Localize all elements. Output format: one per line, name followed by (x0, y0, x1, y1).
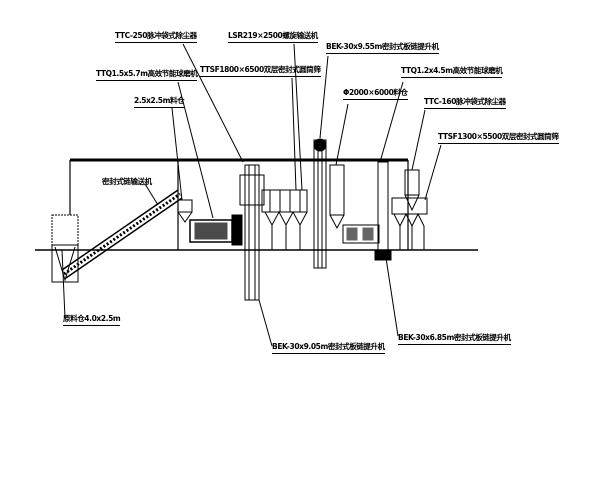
label-dust-collector-160: TTC-160脉冲袋式除尘器 (424, 97, 506, 109)
label-screw-conveyor: LSR219×2500螺旋输送机 (228, 31, 318, 43)
label-drum-screen-1800: TTSF1800×6500双层密封式圆筒筛 (200, 65, 321, 77)
ball-mill-1 (189, 214, 243, 246)
dust-collector-160 (404, 169, 420, 212)
elevator-905 (239, 164, 265, 301)
label-ball-mill-12: TTQ1.2x4.5m高效节能球磨机 (401, 66, 503, 78)
label-bin-2000: Φ2000×6000料仓 (343, 88, 408, 100)
elevator-685 (374, 161, 392, 261)
label-raw-bin: 原料仓4.0x2.5m (63, 314, 121, 326)
label-chain-conveyor: 密封式链输送机 (102, 177, 152, 186)
drum-screen-1800 (261, 189, 308, 250)
leader-lines (61, 43, 442, 347)
label-ball-mill-15: TTQ1.5x5.7m高效节能球磨机 (96, 69, 198, 81)
label-elevator-955: BEK-30x9.55m密封式板链提升机 (326, 42, 439, 54)
label-elevator-685: BEK-30x6.85m密封式板链提升机 (398, 333, 511, 345)
ball-mill-2 (342, 224, 380, 244)
chain-conveyor (61, 189, 183, 279)
bin-2-5 (177, 199, 193, 223)
label-drum-screen-1300: TTSF1300×5500双层密封式圆筒筛 (438, 132, 559, 144)
label-elevator-905: BEK-30x9.05m密封式板链提升机 (272, 342, 385, 354)
label-dust-collector-250: TTC-250脉冲袋式除尘器 (115, 31, 197, 43)
elevator-955 (313, 138, 327, 269)
label-bin-25: 2.5x2.5m料仓 (134, 96, 185, 108)
bin-2000 (329, 164, 345, 230)
drum-screen-1300 (391, 197, 428, 250)
